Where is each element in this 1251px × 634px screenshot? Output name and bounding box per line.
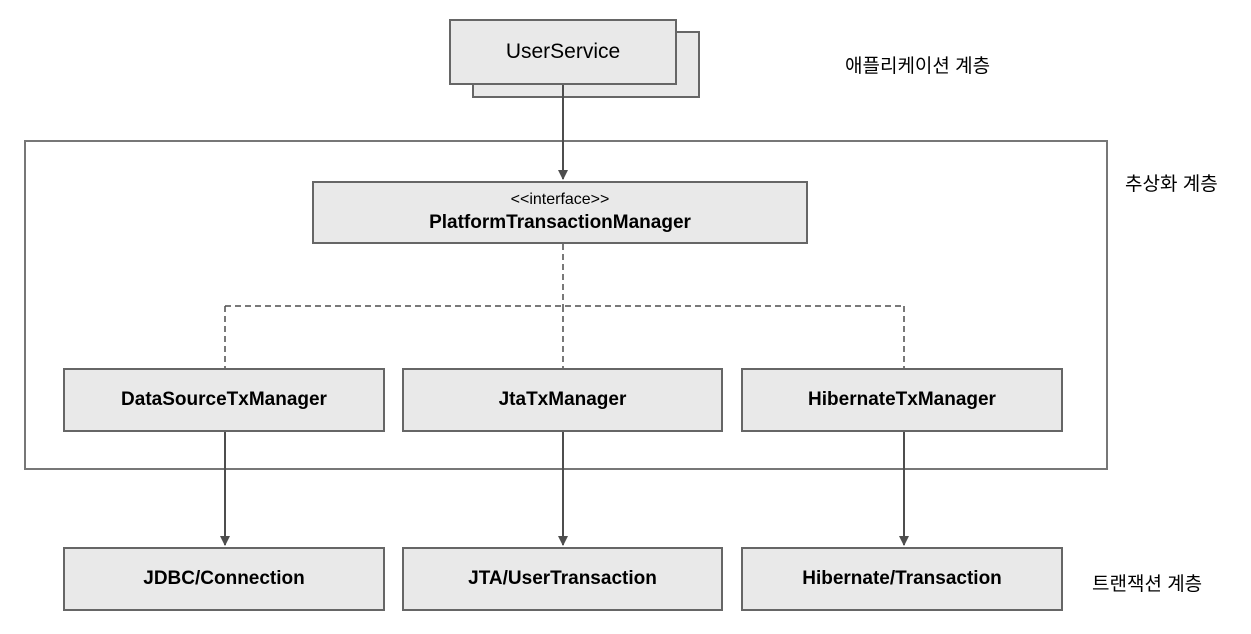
datasource-tx-manager-node: DataSourceTxManager bbox=[63, 368, 385, 432]
datasource-tx-manager-label: DataSourceTxManager bbox=[121, 389, 327, 410]
jta-user-transaction-label: JTA/UserTransaction bbox=[468, 568, 657, 589]
abstraction-layer-label: 추상화 계층 bbox=[1125, 174, 1218, 195]
jta-tx-manager-label: JtaTxManager bbox=[498, 389, 627, 410]
application-layer-label: 애플리케이션 계층 bbox=[845, 56, 991, 77]
jdbc-connection-node: JDBC/Connection bbox=[63, 547, 385, 611]
transaction-layer-label: 트랜잭션 계층 bbox=[1092, 574, 1203, 595]
user-service-label: UserService bbox=[505, 40, 621, 63]
jta-tx-manager-node: JtaTxManager bbox=[402, 368, 723, 432]
hibernate-transaction-label: Hibernate/Transaction bbox=[802, 568, 1002, 589]
hibernate-tx-manager-node: HibernateTxManager bbox=[741, 368, 1063, 432]
jdbc-connection-label: JDBC/Connection bbox=[143, 568, 305, 589]
platform-transaction-manager-label: PlatformTransactionManager bbox=[429, 212, 691, 234]
abstraction-layer-frame bbox=[24, 140, 1108, 470]
hibernate-tx-manager-label: HibernateTxManager bbox=[808, 389, 996, 410]
platform-transaction-manager-node: <<interface>> PlatformTransactionManager bbox=[312, 181, 808, 244]
user-service-node: UserService bbox=[449, 19, 677, 85]
jta-user-transaction-node: JTA/UserTransaction bbox=[402, 547, 723, 611]
interface-stereotype-label: <<interface>> bbox=[510, 190, 610, 208]
hibernate-transaction-node: Hibernate/Transaction bbox=[741, 547, 1063, 611]
